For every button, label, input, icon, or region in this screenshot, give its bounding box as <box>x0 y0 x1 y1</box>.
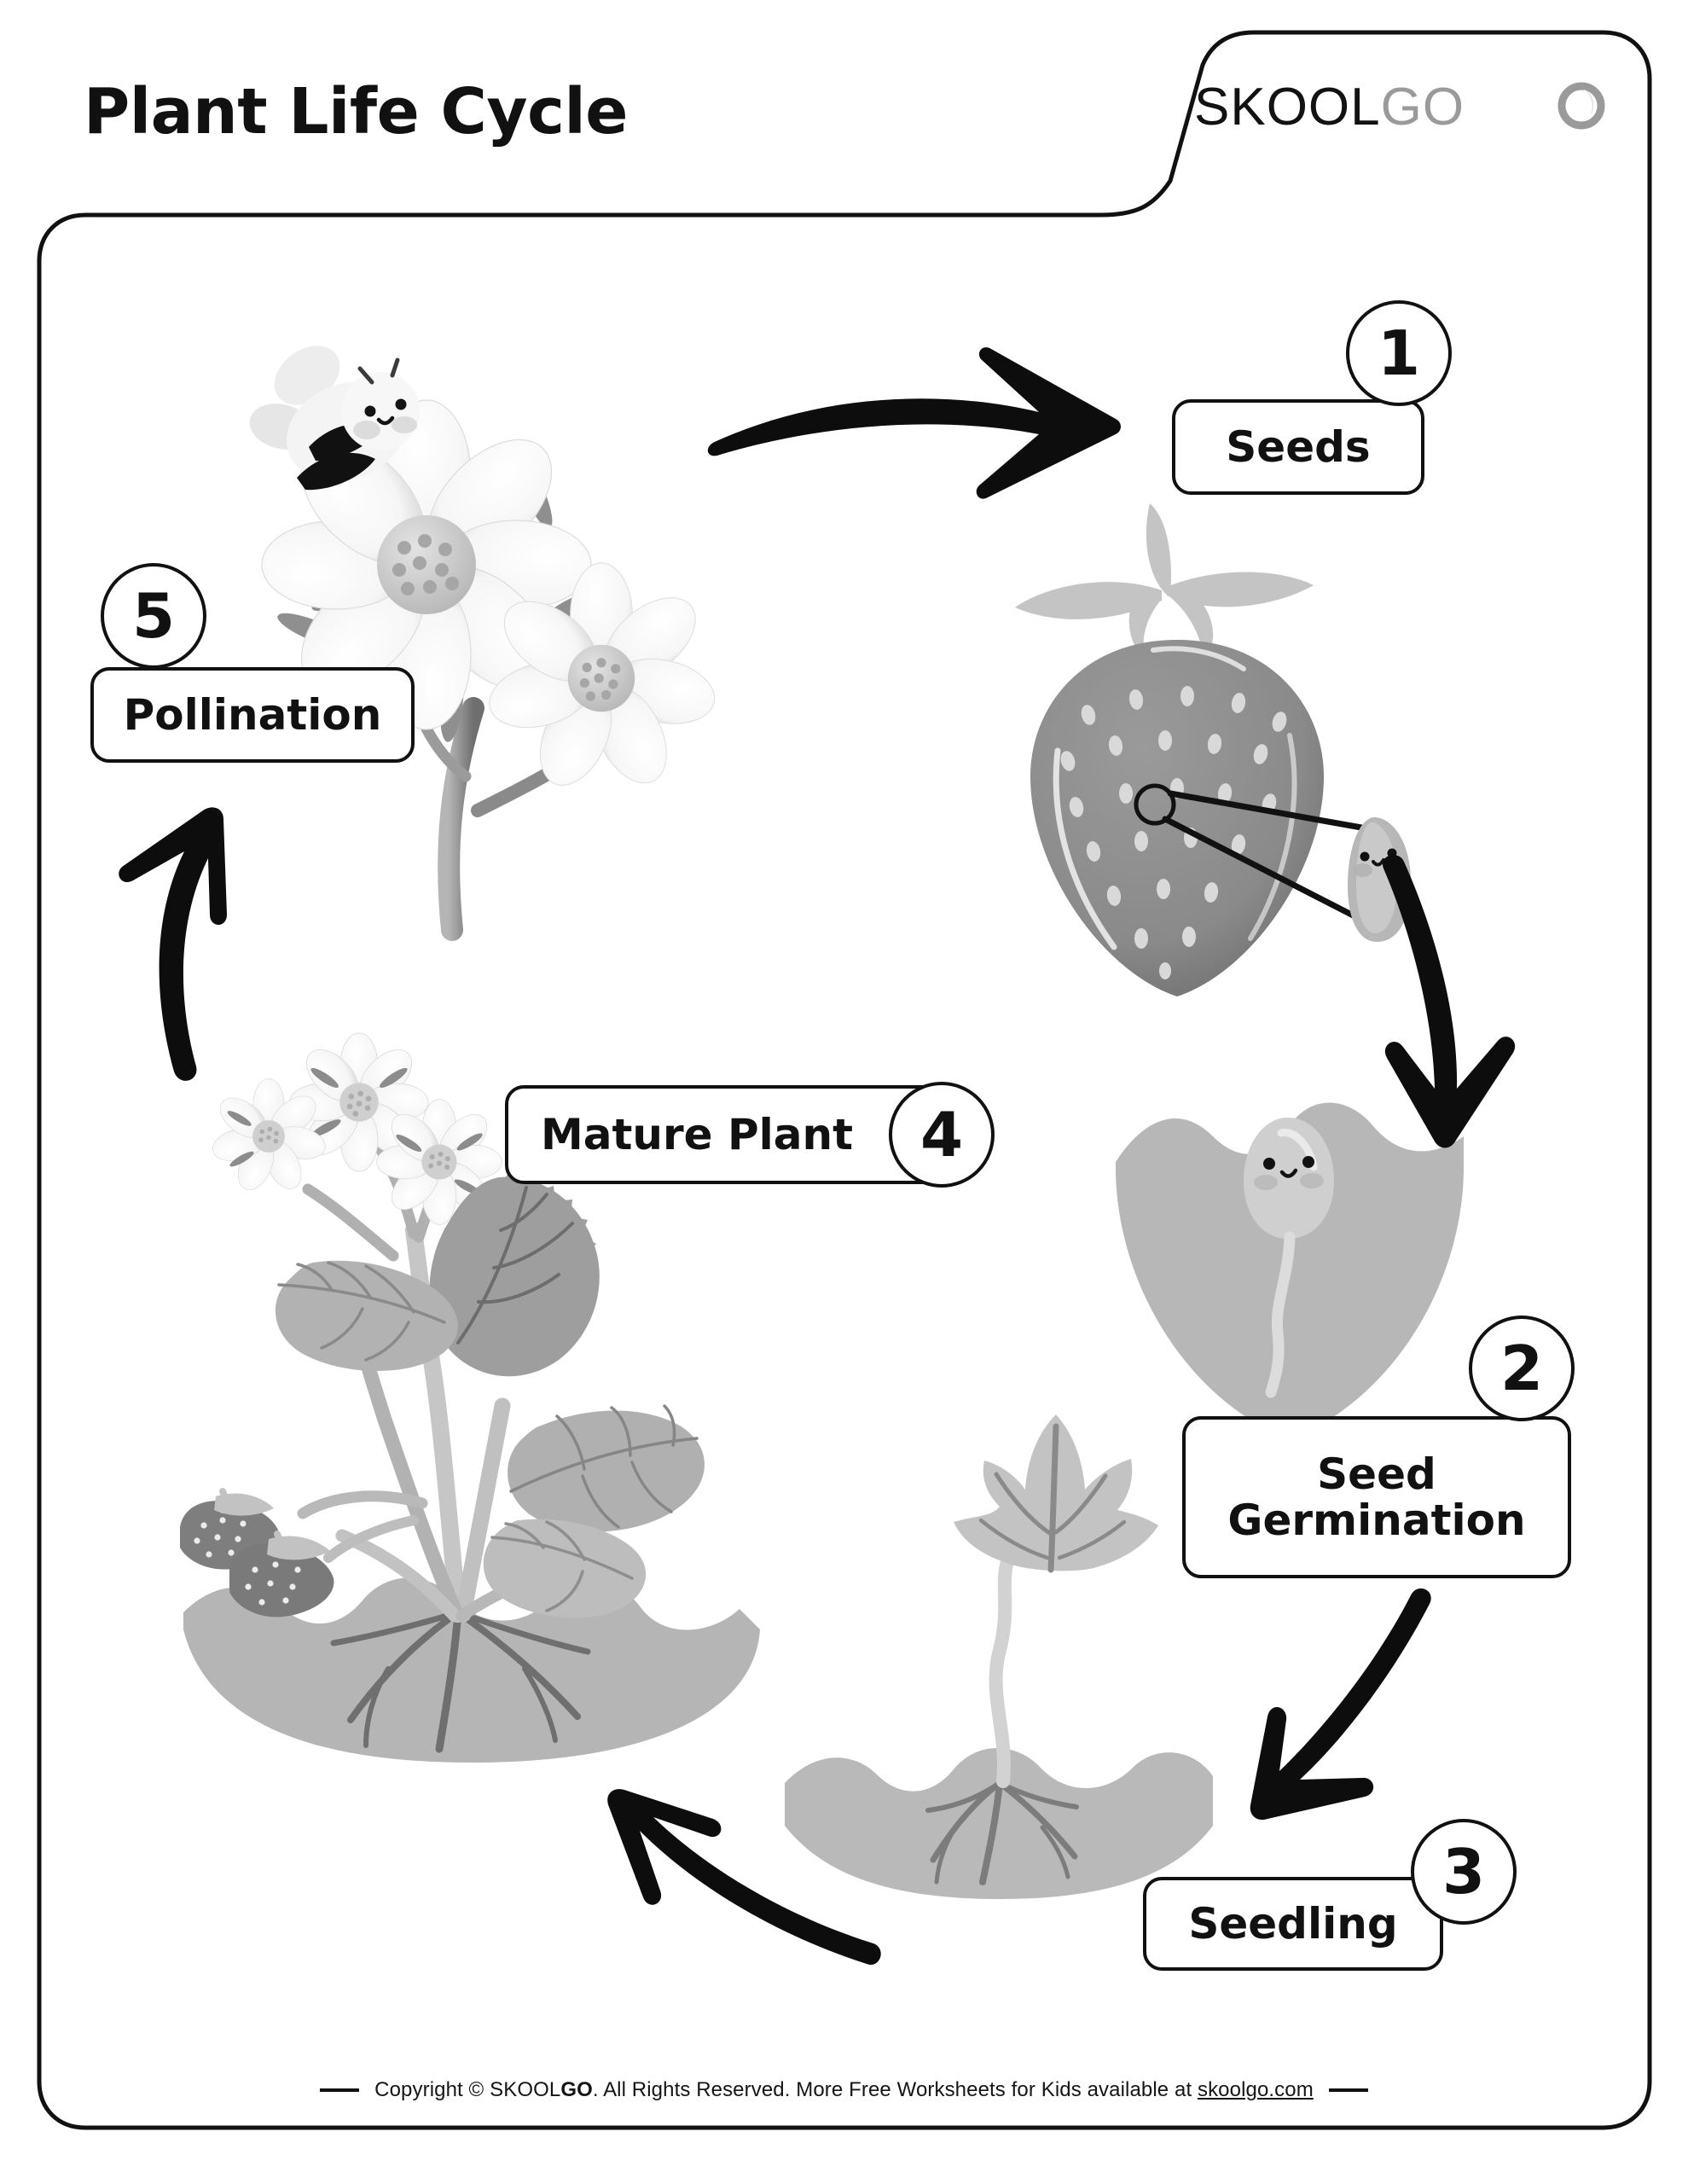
footer: Copyright © SKOOLGO. All Rights Reserved… <box>0 2078 1688 2102</box>
footer-rule-right <box>1328 2088 1368 2092</box>
logo-text-go: GO <box>1380 78 1465 136</box>
footer-rule-left <box>320 2088 360 2092</box>
stage-number-badge-2: 2 <box>1469 1316 1575 1421</box>
stage-number-text: 4 <box>919 1099 964 1170</box>
logo-text-skool: SKOOL <box>1194 78 1381 136</box>
stage-number-text: 5 <box>131 580 176 652</box>
stage-number-text: 1 <box>1377 317 1421 389</box>
arrow-seedling-to-mature-plant <box>607 1789 881 1965</box>
stage-label-seeds[interactable]: Seeds <box>1172 399 1424 495</box>
stage-label-pollination[interactable]: Pollination <box>90 667 415 763</box>
arrow-mature-plant-to-pollination <box>119 807 227 1081</box>
stage-label-seed-germination[interactable]: Seed Germination <box>1182 1416 1571 1578</box>
stage-number-badge-1: 1 <box>1346 300 1452 406</box>
go-circle-icon <box>1557 82 1605 130</box>
skoolgo-logo: SKOOLGO <box>1194 77 1465 137</box>
stage-label-text: Seed Germination <box>1227 1451 1525 1543</box>
stage-label-text: Pollination <box>123 690 382 740</box>
footer-website-link[interactable]: skoolgo.com <box>1197 2078 1314 2101</box>
arrow-pollination-to-seeds <box>707 347 1121 499</box>
stage-label-text: Seeds <box>1226 422 1371 472</box>
stage-number-badge-3: 3 <box>1411 1819 1517 1925</box>
footer-copyright-text: Copyright © SKOOLGO. All Rights Reserved… <box>374 2078 1314 2102</box>
stage-label-text: Seedling <box>1188 1899 1398 1949</box>
page-title: Plant Life Cycle <box>84 75 628 148</box>
footer-text-before: Copyright © SKOOL <box>374 2078 561 2101</box>
leaf-lower-right <box>508 1404 705 1532</box>
arrow-germination-to-seedling <box>1250 1588 1431 1821</box>
stage-number-badge-5: 5 <box>101 563 206 669</box>
stage-label-line2: Germination <box>1227 1496 1526 1545</box>
leaf-lower-center <box>483 1519 647 1618</box>
stage-number-text: 3 <box>1441 1836 1486 1908</box>
stage-label-seedling[interactable]: Seedling <box>1143 1877 1443 1971</box>
stage-number-text: 2 <box>1499 1333 1544 1404</box>
stage-label-text: Mature Plant <box>541 1110 853 1159</box>
footer-brand-go: GO <box>560 2078 593 2101</box>
stage-label-line1: Seed <box>1317 1449 1436 1499</box>
stage-number-badge-4: 4 <box>889 1082 995 1188</box>
footer-text-after: . All Rights Reserved. More Free Workshe… <box>592 2078 1198 2101</box>
arrow-seeds-to-germination <box>1383 855 1516 1148</box>
